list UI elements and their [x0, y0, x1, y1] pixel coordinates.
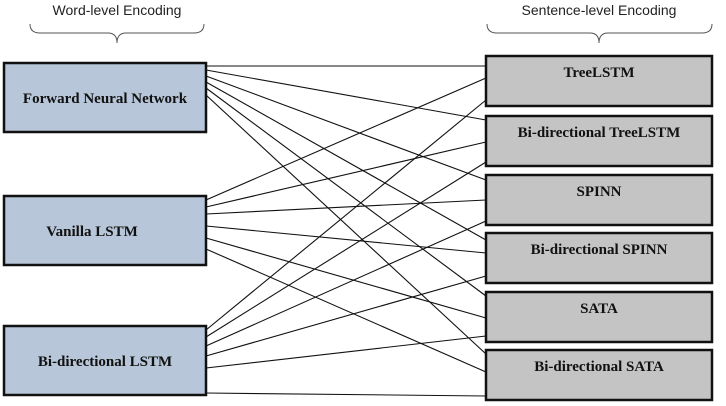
- sentence-level-header: Sentence-level Encoding: [522, 2, 677, 18]
- sentence-box-spinn: SPINN: [484, 173, 714, 227]
- connection-ffn-to-bi-treelstm: [205, 69, 487, 121]
- connection-lines: [205, 65, 487, 397]
- sentence-box-treelstm: TreeLSTM: [484, 54, 714, 108]
- sentence-box-label: TreeLSTM: [563, 65, 634, 81]
- connection-vanilla-lstm-to-sata: [205, 237, 487, 319]
- sentence-box-label: Bi-directional TreeLSTM: [518, 125, 681, 141]
- word-level-header: Word-level Encoding: [53, 2, 182, 18]
- word-box-vanilla-lstm: Vanilla LSTM: [2, 194, 208, 267]
- connection-vanilla-lstm-to-bi-treelstm: [205, 141, 487, 208]
- connection-ffn-to-spinn: [205, 75, 487, 181]
- word-box-label: Forward Neural Network: [23, 91, 188, 107]
- connection-bilstm-to-spinn: [205, 220, 487, 347]
- connection-ffn-to-bi-sata: [205, 94, 487, 355]
- sentence-box-label: Bi-directional SATA: [534, 359, 664, 375]
- word-box-ffn: Forward Neural Network: [2, 61, 208, 134]
- connection-ffn-to-bi-spinn: [205, 81, 487, 241]
- sentence-box-label: SPINN: [576, 184, 621, 200]
- sentence-box-label: Bi-directional SPINN: [531, 242, 668, 258]
- sentence-box-bi-spinn: Bi-directional SPINN: [484, 231, 714, 285]
- connection-vanilla-lstm-to-treelstm: [205, 77, 487, 201]
- sentence-level-brace: [486, 23, 713, 44]
- connection-bilstm-to-bi-spinn: [205, 275, 487, 357]
- sentence-box-bi-sata: Bi-directional SATA: [484, 348, 714, 402]
- word-box-label: Bi-directional LSTM: [38, 354, 172, 370]
- word-level-brace: [29, 23, 205, 44]
- connection-bilstm-to-bi-sata: [205, 392, 487, 397]
- connection-bilstm-to-bi-treelstm: [205, 161, 487, 338]
- connection-vanilla-lstm-to-bi-spinn: [205, 225, 487, 254]
- word-box-bilstm: Bi-directional LSTM: [2, 324, 208, 397]
- connection-vanilla-lstm-to-spinn: [205, 199, 487, 215]
- word-box-label: Vanilla LSTM: [46, 224, 138, 240]
- sentence-box-bi-treelstm: Bi-directional TreeLSTM: [484, 114, 714, 168]
- connection-bilstm-to-treelstm: [205, 99, 487, 331]
- sentence-box-label: SATA: [580, 301, 618, 317]
- connection-vanilla-lstm-to-bi-sata: [205, 248, 487, 373]
- sentence-box-sata: SATA: [484, 290, 714, 344]
- connection-bilstm-to-sata: [205, 335, 487, 369]
- connection-ffn-to-sata: [205, 87, 487, 297]
